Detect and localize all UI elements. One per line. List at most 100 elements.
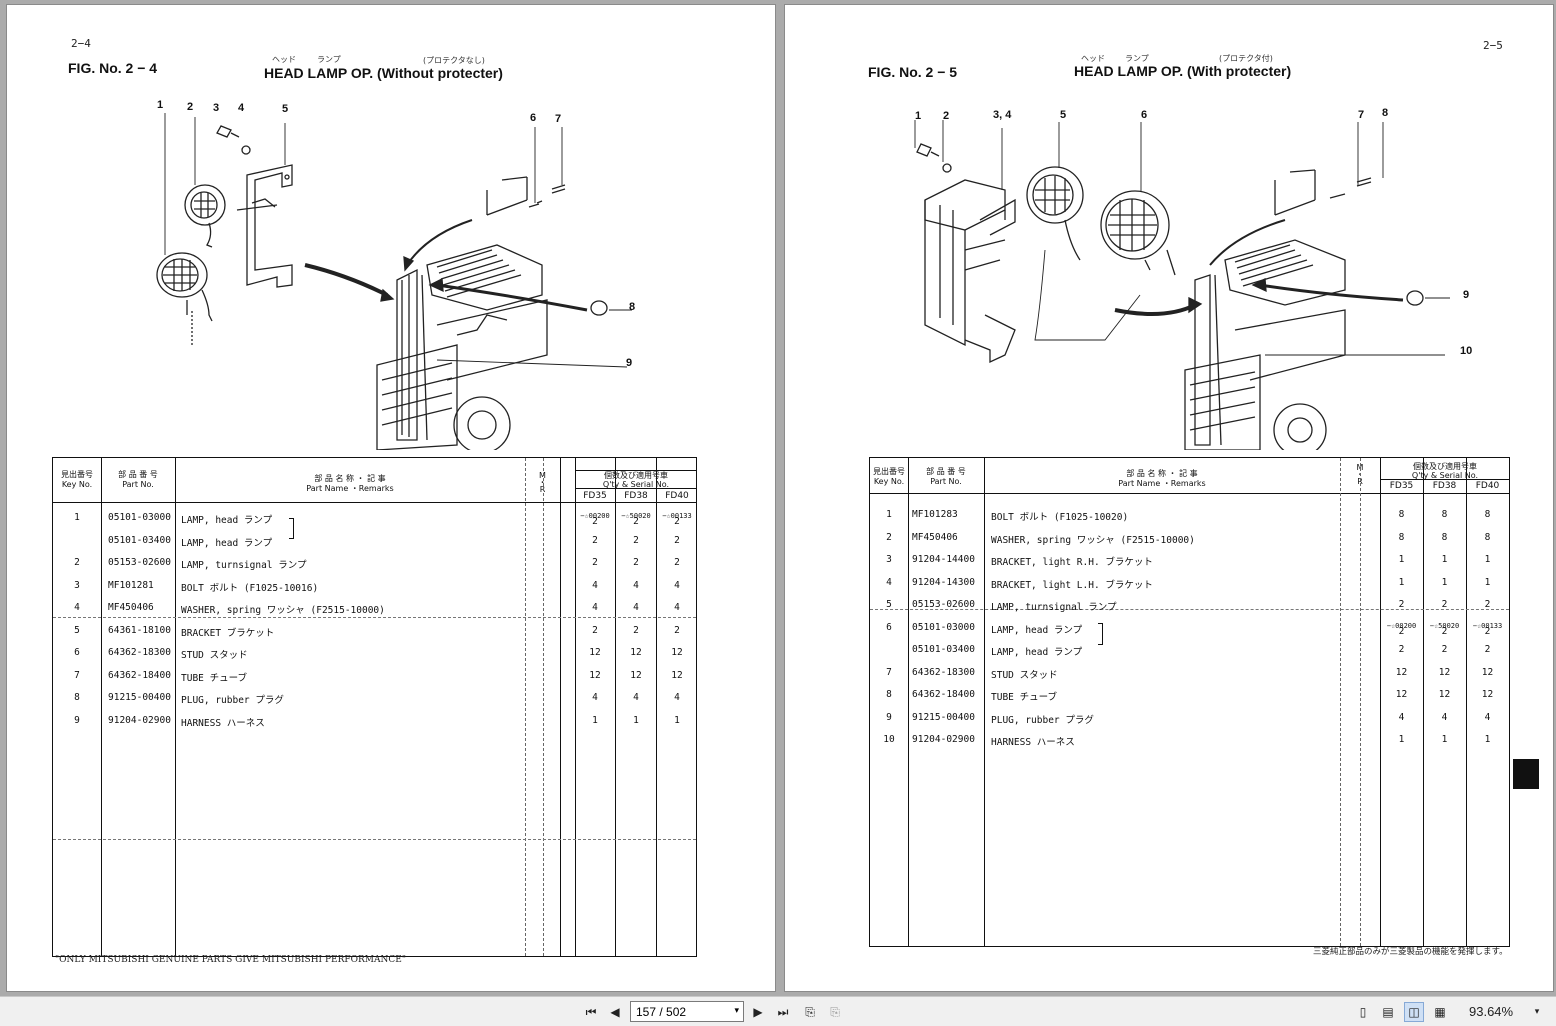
qty-fd38-cell: 4 — [633, 602, 639, 613]
two-page-continuous-icon[interactable]: ▦ — [1434, 1005, 1446, 1019]
prev-view-icon[interactable]: ⎘ — [805, 1004, 815, 1019]
callout-1: 1 — [157, 99, 164, 111]
two-page-icon[interactable]: ◫ — [1404, 1002, 1424, 1022]
callout-5: 5 — [1060, 109, 1067, 121]
zoom-dropdown-icon[interactable]: ▾ — [1534, 1007, 1540, 1017]
part-name-cell: PLUG, rubber プラグ — [181, 695, 284, 706]
qty-fd40-cell: 2 — [674, 534, 680, 546]
prev-page-icon[interactable]: ◀ — [610, 1005, 620, 1019]
qty-fd40-cell: 4 — [674, 602, 680, 613]
qty-fd38-cell: 1 — [1441, 576, 1448, 588]
key-cell: 1 — [74, 512, 80, 523]
header-model-fd35: FD35 — [1389, 481, 1414, 491]
part-no-cell: 05153-02600 — [108, 557, 171, 568]
qty-fd38-cell: 2 — [1441, 644, 1448, 655]
qty-fd38-cell: 8 — [1441, 509, 1448, 520]
qty-fd35-cell: 2 — [592, 516, 598, 527]
table-header: 見出番号 Key No. 部 品 番 号 Part No. 部 品 名 称 ・ … — [53, 458, 696, 503]
callout-7: 7 — [1358, 109, 1365, 121]
qty-fd40-cell: 8 — [1484, 509, 1491, 520]
header-key: Key No. — [61, 480, 93, 489]
zoom-level[interactable]: 93.64% — [1469, 1004, 1514, 1019]
table-header: 見出番号 Key No. 部 品 番 号 Part No. 部 品 名 称 ・ … — [870, 458, 1509, 494]
qty-fd38-cell: 1 — [633, 714, 639, 726]
part-name-cell: BRACKET, light L.H. ブラケット — [991, 579, 1153, 591]
header-name: Part Name ・Remarks — [306, 484, 394, 493]
callout-6: 6 — [530, 112, 537, 124]
qty-fd35-cell: 4 — [1398, 711, 1405, 723]
qty-fd40-cell: 4 — [674, 692, 680, 703]
turnsignal-lamp-drawing — [184, 184, 226, 248]
part-name-cell: TUBE チューブ — [181, 672, 248, 684]
key-cell: 5 — [886, 599, 892, 610]
qty-fd35-cell: 1 — [592, 714, 598, 726]
ruby-head: ヘッド — [1081, 54, 1105, 63]
header-model-fd38: FD38 — [1432, 481, 1457, 491]
header-model-fd40: FD40 — [1475, 481, 1500, 491]
qty-fd35-cell: 8 — [1398, 509, 1405, 520]
head-lamp-drawing — [156, 252, 213, 322]
qty-fd35-cell: 2 — [592, 624, 598, 636]
part-name-cell: HARNESS ハーネス — [991, 737, 1075, 748]
callout-3-4: 3, 4 — [993, 109, 1012, 121]
footer-note: 三菱純正部品のみが三菱製品の機能を発揮します。 — [1313, 947, 1508, 957]
callout-4: 4 — [238, 102, 245, 114]
next-page-icon[interactable]: ▶ — [753, 1005, 763, 1019]
header-part-jp: 部 品 番 号 — [926, 467, 966, 476]
qty-fd38-cell: 1 — [1441, 734, 1448, 745]
page-number: 2−4 — [71, 37, 91, 50]
callout-3: 3 — [213, 102, 220, 114]
key-cell: 10 — [883, 734, 895, 745]
ruby-lamp: ランプ — [317, 55, 341, 64]
part-no-cell: 05101-03000 — [108, 512, 171, 523]
continuous-icon[interactable]: ▤ — [1382, 1005, 1394, 1019]
callout-1: 1 — [915, 110, 922, 122]
alternative-bracket — [289, 518, 294, 539]
last-page-icon[interactable]: ⏭ — [777, 1004, 789, 1019]
part-name-cell: WASHER, spring ワッシャ (F2515-10000) — [991, 534, 1195, 546]
first-page-icon[interactable]: ⏮ — [585, 1004, 597, 1019]
key-cell: 8 — [74, 692, 80, 703]
qty-fd35-cell: 2 — [592, 557, 598, 568]
qty-fd40-cell: 4 — [1484, 711, 1491, 723]
qty-fd40-cell: 1 — [1484, 734, 1491, 745]
qty-fd38-cell: 1 — [1441, 554, 1448, 565]
part-no-cell: MF101281 — [108, 579, 154, 591]
qty-fd40-cell: 1 — [1484, 554, 1491, 565]
navigation-toolbar: ⏮ ◀ 157 / 502 ▾ ▶ ⏭ ⎘ ⎘ ▯ ▤ ◫ ▦ 93.64% ▾ — [0, 996, 1556, 1026]
page-selector[interactable]: 157 / 502 ▾ — [630, 1001, 744, 1022]
callout-10: 10 — [1460, 345, 1473, 357]
footer-note: "ONLY MITSUBISHI GENUINE PARTS GIVE MITS… — [55, 955, 406, 965]
page-number: 2−5 — [1483, 39, 1503, 52]
part-name-cell: BRACKET ブラケット — [181, 627, 275, 639]
part-name-cell: LAMP, turnsignal ランプ — [181, 560, 307, 571]
part-name-cell: BRACKET, light R.H. ブラケット — [991, 557, 1153, 568]
qty-fd40-cell: 1 — [1484, 576, 1491, 588]
part-name-cell: HARNESS ハーネス — [181, 717, 265, 729]
next-view-icon[interactable]: ⎘ — [830, 1004, 840, 1019]
header-key: Key No. — [873, 477, 905, 486]
qty-fd40-cell: 4 — [674, 579, 680, 591]
part-no-cell: 05101-03400 — [108, 534, 171, 546]
callout-5: 5 — [282, 103, 289, 115]
single-page-icon[interactable]: ▯ — [1359, 1005, 1367, 1019]
page-selector-value: 157 / 502 — [636, 1005, 687, 1019]
figure-title: HEAD LAMP OP. (Without protecter) — [264, 65, 503, 81]
key-cell: 6 — [74, 647, 80, 658]
qty-fd38-cell: 12 — [1438, 689, 1451, 700]
qty-fd40-cell: 8 — [1484, 531, 1491, 543]
part-no-cell: 64362-18300 — [912, 666, 975, 678]
header-part: Part No. — [122, 480, 154, 489]
parts-table: 見出番号 Key No. 部 品 番 号 Part No. 部 品 名 称 ・ … — [52, 457, 697, 957]
key-cell: 2 — [74, 557, 80, 568]
qty-fd40-cell: 2 — [1484, 599, 1491, 610]
exploded-diagram — [147, 95, 647, 450]
header-name-jp: 部 品 名 称 ・ 記 事 — [314, 474, 386, 483]
